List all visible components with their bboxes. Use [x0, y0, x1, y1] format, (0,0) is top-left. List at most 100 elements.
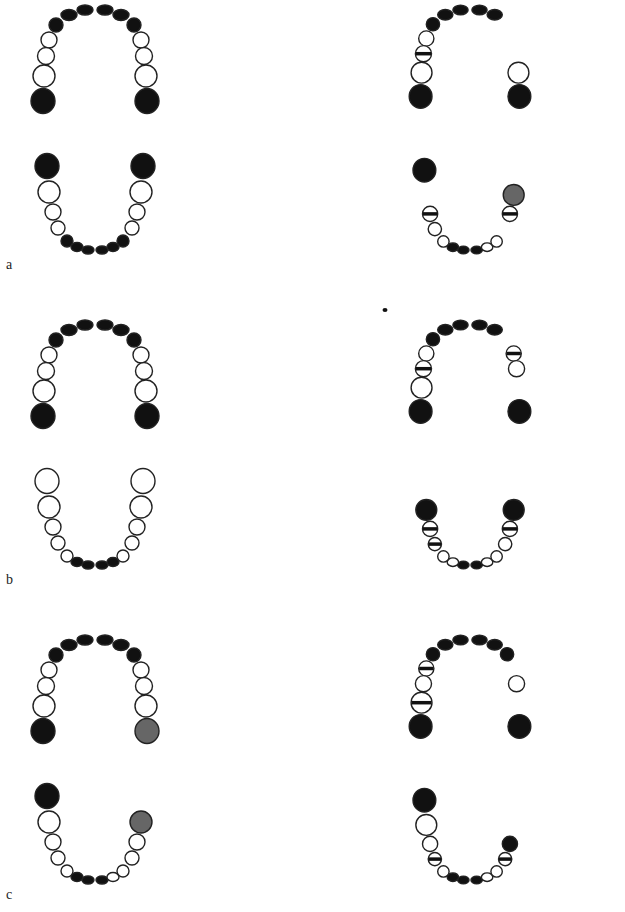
tooth [426, 18, 439, 31]
tooth [409, 400, 432, 424]
tooth [438, 866, 449, 877]
tooth [77, 635, 93, 645]
tooth-crown [508, 361, 524, 377]
tooth [411, 692, 432, 713]
tooth-crown [426, 18, 439, 31]
tooth-crown [416, 499, 437, 520]
tooth [491, 236, 502, 247]
tooth [130, 181, 152, 203]
tooth-crown [428, 537, 441, 550]
tooth [135, 695, 157, 717]
tooth [135, 404, 159, 429]
tooth-crown [127, 18, 141, 32]
tooth [502, 836, 517, 851]
tooth [135, 380, 157, 402]
tooth [411, 62, 432, 83]
tooth-crown [51, 221, 65, 235]
tooth [458, 561, 469, 569]
tooth-crown [31, 89, 55, 114]
tooth-crown [413, 788, 436, 812]
tooth [423, 206, 438, 221]
tooth [426, 333, 439, 346]
tooth-crown [129, 204, 145, 220]
tooth-crown [127, 648, 141, 662]
tooth [125, 536, 139, 550]
tooth [500, 648, 513, 661]
tooth-crown [428, 852, 441, 865]
tooth [82, 876, 94, 884]
tooth-crown [38, 811, 60, 833]
tooth-crown [508, 715, 531, 739]
tooth [453, 320, 468, 330]
tooth [136, 363, 153, 380]
tooth [38, 496, 60, 518]
tooth [131, 154, 155, 179]
tooth [31, 404, 55, 429]
tooth-crown [487, 325, 502, 335]
tooth-crown [131, 154, 155, 179]
tooth-crown [415, 676, 431, 692]
tooth-crown [428, 222, 441, 235]
tooth [97, 5, 113, 15]
tooth-band [423, 527, 437, 531]
tooth-crown [117, 550, 129, 562]
tooth [38, 181, 60, 203]
tooth-crown [502, 836, 517, 851]
panel-letter: a [6, 258, 12, 272]
tooth-band [423, 212, 437, 216]
tooth [38, 811, 60, 833]
tooth [471, 561, 482, 569]
tooth-crown [471, 561, 482, 569]
tooth [409, 715, 432, 739]
tooth [33, 695, 55, 717]
tooth [413, 158, 436, 182]
stray-mark [383, 308, 388, 312]
tooth [45, 519, 61, 535]
tooth [97, 320, 113, 330]
tooth [130, 496, 152, 518]
tooth-crown [502, 206, 517, 221]
tooth [428, 537, 441, 550]
tooth-crown [409, 400, 432, 424]
tooth [45, 204, 61, 220]
tooth [503, 184, 524, 205]
tooth-crown [135, 380, 157, 402]
tooth-crown [125, 536, 139, 550]
tooth-crown [117, 235, 129, 247]
tooth-crown [438, 866, 449, 877]
tooth [428, 852, 441, 865]
tooth-crown [453, 320, 468, 330]
tooth-crown [35, 469, 59, 494]
tooth [96, 876, 108, 884]
tooth-crown [41, 32, 57, 48]
tooth [428, 222, 441, 235]
tooth [416, 814, 437, 835]
tooth-crown [125, 221, 139, 235]
tooth-crown [487, 640, 502, 650]
tooth-crown [506, 346, 521, 361]
tooth [131, 469, 155, 494]
tooth [487, 10, 502, 20]
tooth-crown [61, 325, 77, 336]
tooth-crown [458, 246, 469, 254]
tooth [127, 333, 141, 347]
tooth-crown [458, 876, 469, 884]
tooth-band [499, 857, 511, 861]
tooth-crown [508, 676, 524, 692]
tooth-crown [415, 46, 431, 62]
tooth-crown [133, 662, 149, 678]
tooth-crown [471, 876, 482, 884]
tooth-band [416, 52, 431, 56]
tooth [82, 561, 94, 569]
tooth-crown [419, 346, 434, 361]
tooth-group [31, 5, 531, 884]
tooth-band [503, 212, 517, 216]
tooth-crown [136, 363, 153, 380]
tooth [499, 852, 512, 865]
tooth [133, 662, 149, 678]
tooth [77, 5, 93, 15]
tooth [502, 521, 517, 536]
tooth [33, 380, 55, 402]
tooth-crown [130, 496, 152, 518]
